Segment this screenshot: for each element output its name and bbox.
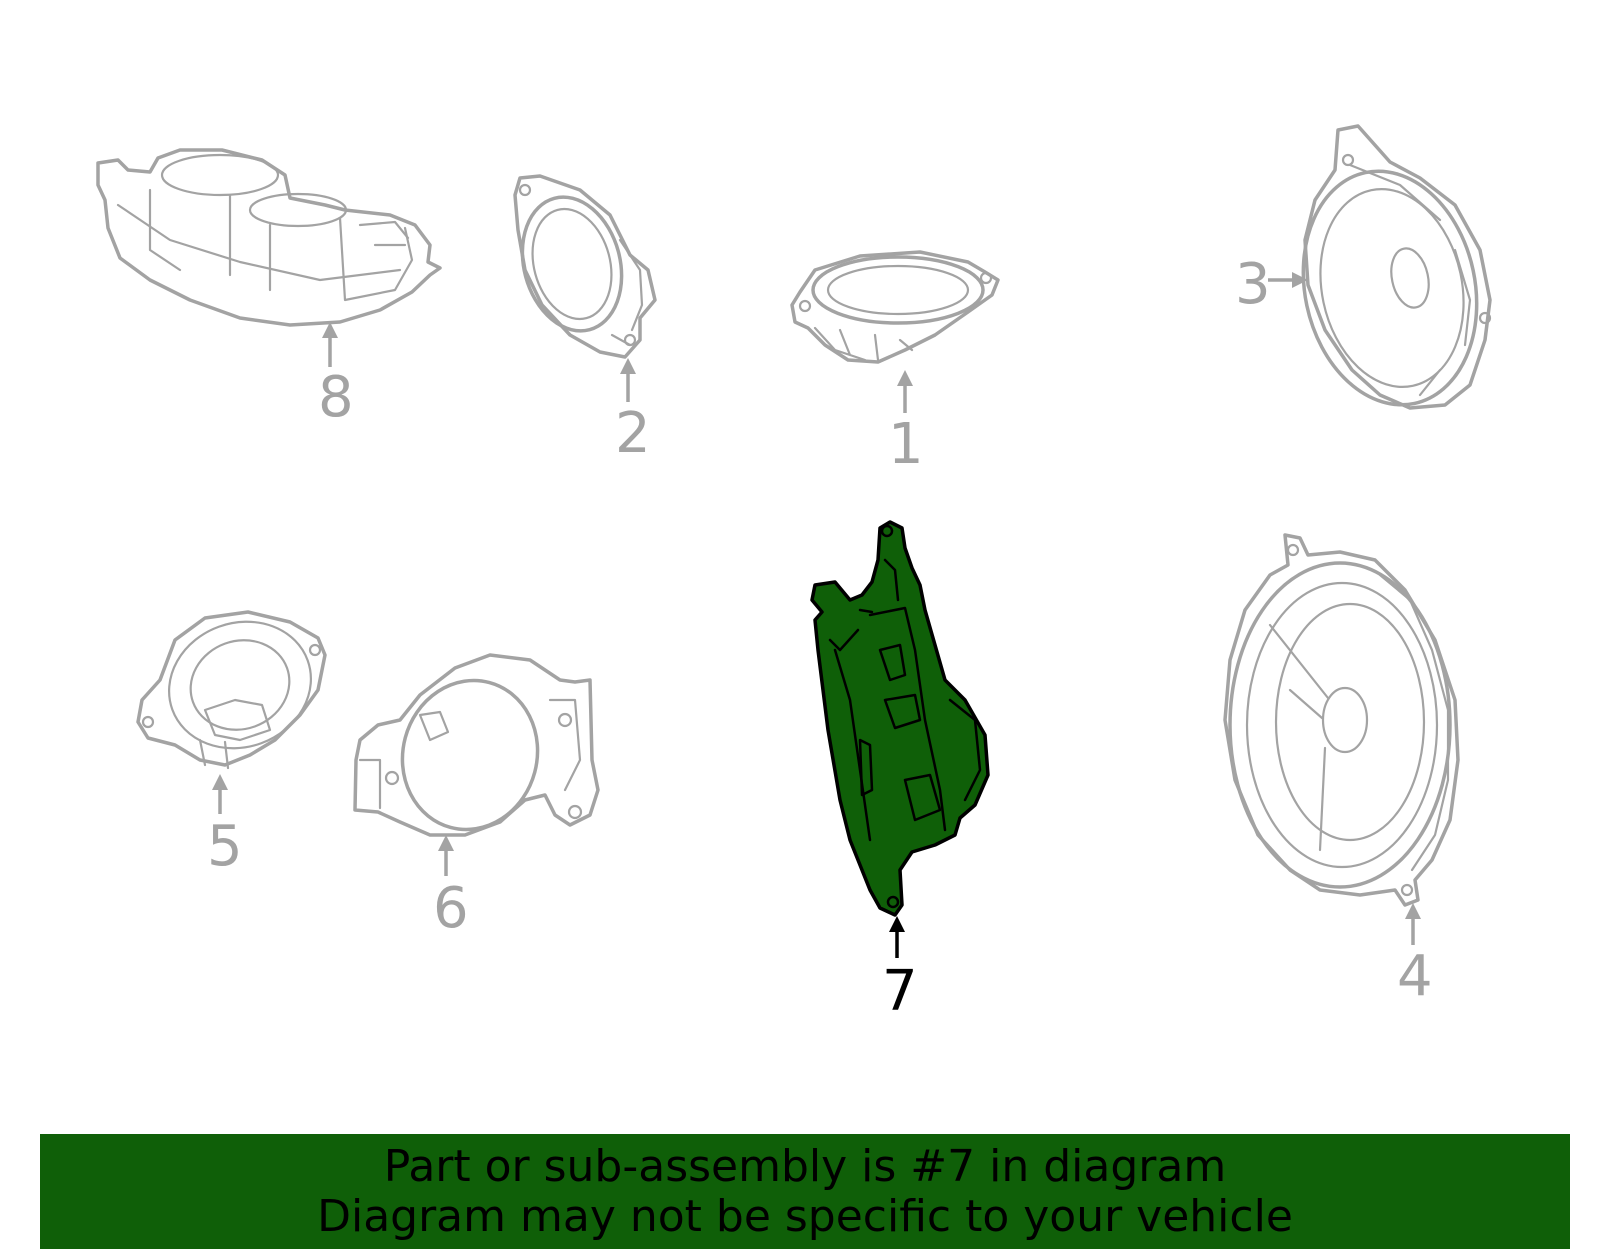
callout-6-label: 6 [433, 876, 469, 941]
part-1-drawing[interactable] [790, 250, 1000, 364]
part-4-drawing[interactable] [1223, 533, 1460, 907]
callout-3-arrowhead [1292, 272, 1308, 288]
callout-8-arrowhead [322, 322, 338, 338]
callout-1-arrowhead [897, 370, 913, 386]
banner-line-part-number: Part or sub-assembly is #7 in diagram [383, 1141, 1227, 1192]
part-5-drawing[interactable] [136, 602, 329, 770]
part-info-banner: Part or sub-assembly is #7 in diagram Di… [40, 1134, 1570, 1249]
part-3-drawing[interactable] [1282, 124, 1497, 421]
callout-2-arrowhead [620, 358, 636, 374]
part-6-drawing[interactable] [353, 653, 600, 845]
callout-6-arrowhead [438, 835, 454, 851]
callout-7-label: 7 [882, 959, 918, 1024]
callout-3-label: 3 [1235, 252, 1271, 317]
part-7-drawing[interactable] [810, 520, 990, 917]
callout-5-label: 5 [207, 814, 243, 879]
callout-4-label: 4 [1397, 944, 1433, 1009]
callout-7-arrowhead [889, 916, 905, 932]
callout-2-label: 2 [615, 401, 651, 466]
part-8-drawing[interactable] [96, 148, 442, 327]
part-2-drawing[interactable] [508, 174, 657, 359]
callout-1-label: 1 [888, 412, 924, 477]
callout-8-label: 8 [318, 365, 354, 430]
banner-line-disclaimer: Diagram may not be specific to your vehi… [317, 1191, 1293, 1242]
callout-4-arrowhead [1405, 903, 1421, 919]
callout-5-arrowhead [212, 774, 228, 790]
